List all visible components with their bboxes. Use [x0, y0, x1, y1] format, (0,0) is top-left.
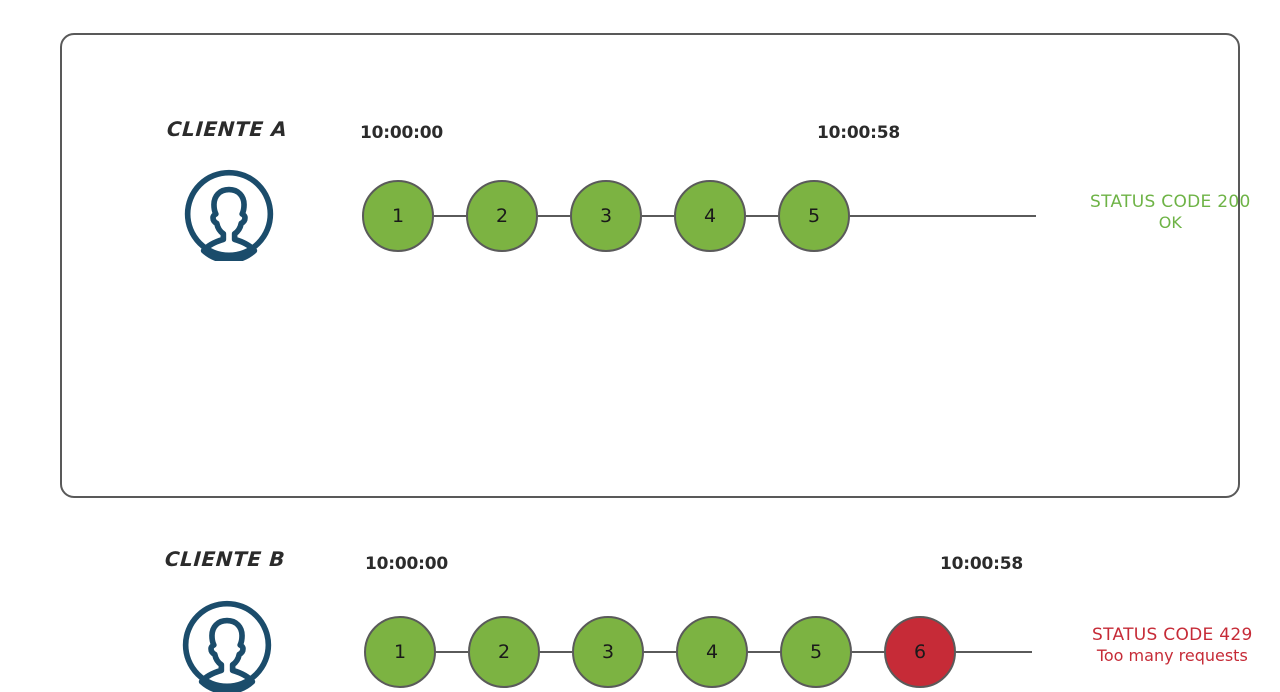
chain-tail-connector — [956, 650, 1032, 654]
request-node-number: 1 — [393, 640, 407, 663]
request-chain-a: 1 2 3 4 5 — [362, 178, 1036, 254]
request-node-number: 4 — [703, 204, 717, 227]
chain-connector — [644, 650, 676, 654]
request-node-number: 4 — [705, 640, 719, 663]
request-node[interactable]: 3 — [572, 616, 644, 688]
chain-connector — [746, 214, 778, 218]
chain-connector — [540, 650, 572, 654]
client-label-a: CLIENTE A — [166, 117, 289, 141]
request-node-number: 3 — [601, 640, 615, 663]
request-node-number: 2 — [495, 204, 509, 227]
timestamp-end-a: 10:00:58 — [817, 123, 900, 143]
chain-connector — [538, 214, 570, 218]
user-avatar-icon — [182, 167, 276, 261]
request-node[interactable]: 2 — [468, 616, 540, 688]
request-node-number: 3 — [599, 204, 613, 227]
request-node-number: 5 — [809, 640, 823, 663]
chain-connector — [436, 650, 468, 654]
status-code-a: STATUS CODE 200 — [1090, 192, 1251, 212]
chain-connector — [642, 214, 674, 218]
diagram-canvas: CLIENTE A 10:00:00 10:00:58 1 2 — [60, 33, 1253, 692]
request-node[interactable]: 4 — [674, 180, 746, 252]
request-node[interactable]: 5 — [780, 616, 852, 688]
request-node[interactable]: 2 — [466, 180, 538, 252]
status-badge-b: STATUS CODE 429 Too many requests — [1092, 625, 1253, 665]
status-code-b: STATUS CODE 429 — [1092, 625, 1253, 645]
chain-connector — [852, 650, 884, 654]
chain-connector — [434, 214, 466, 218]
request-node[interactable]: 1 — [362, 180, 434, 252]
timestamp-start-a: 10:00:00 — [360, 123, 443, 143]
request-node-error[interactable]: 6 — [884, 616, 956, 688]
user-avatar-icon — [180, 598, 274, 692]
status-message-a: OK — [1158, 212, 1182, 232]
request-node[interactable]: 1 — [364, 616, 436, 688]
timestamp-end-b: 10:00:58 — [940, 554, 1023, 574]
request-node[interactable]: 4 — [676, 616, 748, 688]
status-message-b: Too many requests — [1096, 645, 1248, 665]
timestamp-start-b: 10:00:00 — [365, 554, 448, 574]
chain-tail-connector — [850, 214, 1036, 218]
client-label-b: CLIENTE B — [164, 547, 287, 571]
status-badge-a: STATUS CODE 200 OK — [1090, 192, 1251, 232]
request-node-number: 6 — [913, 640, 927, 663]
request-node-number: 1 — [391, 204, 405, 227]
request-node[interactable]: 5 — [778, 180, 850, 252]
diagram-panel: CLIENTE A 10:00:00 10:00:58 1 2 — [60, 33, 1252, 692]
request-node-number: 2 — [497, 640, 511, 663]
request-node[interactable]: 3 — [570, 180, 642, 252]
request-chain-b: 1 2 3 4 5 6 — [364, 614, 1032, 690]
chain-connector — [748, 650, 780, 654]
request-node-number: 5 — [807, 204, 821, 227]
